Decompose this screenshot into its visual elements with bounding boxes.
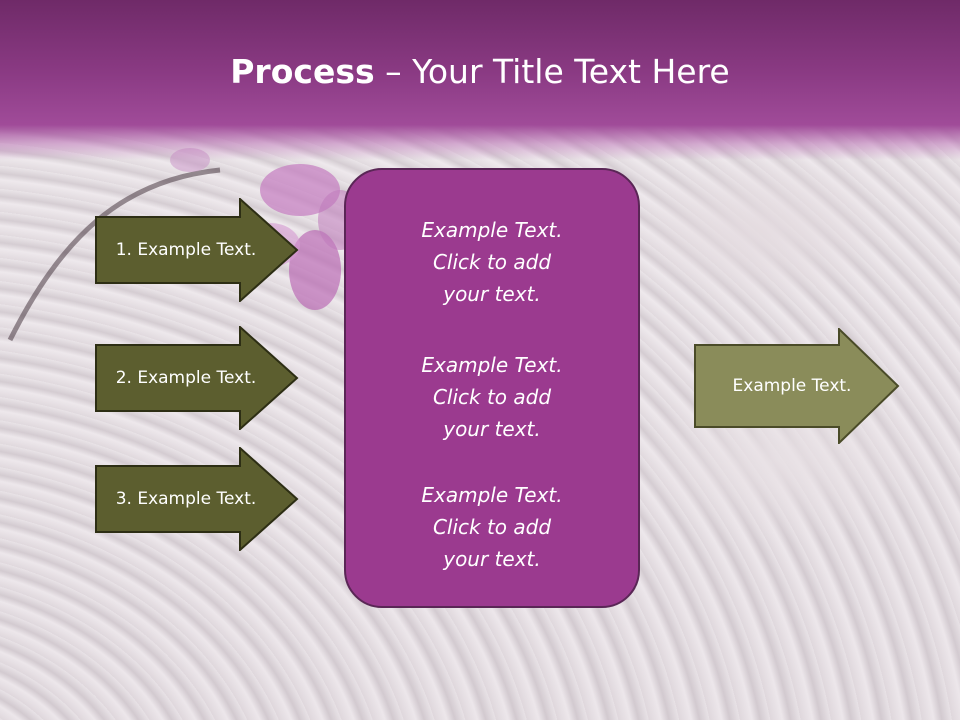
arrow-shape (95, 447, 299, 551)
center-item-line3: your text. (443, 547, 541, 571)
slide-title[interactable]: Process – Your Title Text Here (0, 52, 960, 91)
arrow-label: 2. Example Text. (115, 368, 257, 388)
arrow-label: Example Text. (732, 376, 852, 396)
center-item-line1: Example Text. (421, 483, 563, 507)
arrow-shape (95, 198, 299, 302)
process-arrow-3[interactable]: 3. Example Text. (95, 447, 299, 551)
center-item-line2: Click to add (432, 385, 552, 409)
center-item-line3: your text. (443, 282, 541, 306)
center-item-line2: Click to add (432, 250, 552, 274)
center-item-line2: Click to add (432, 515, 552, 539)
center-item-line3: your text. (443, 417, 541, 441)
center-item-1: Example Text. Click to add your text. (346, 214, 638, 310)
process-arrow-1[interactable]: 1. Example Text. (95, 198, 299, 302)
center-item-2: Example Text. Click to add your text. (346, 349, 638, 445)
arrow-shape (694, 326, 900, 446)
center-item-line1: Example Text. (421, 218, 563, 242)
center-text-box[interactable]: Example Text. Click to add your text. Ex… (344, 168, 640, 608)
process-arrow-2[interactable]: 2. Example Text. (95, 326, 299, 430)
title-bar (0, 0, 960, 160)
result-arrow[interactable]: Example Text. (694, 326, 900, 446)
arrow-label: 3. Example Text. (115, 489, 257, 509)
center-item-3: Example Text. Click to add your text. (346, 479, 638, 575)
center-item-line1: Example Text. (421, 353, 563, 377)
arrow-shape (95, 326, 299, 430)
arrow-label: 1. Example Text. (115, 240, 257, 260)
title-bold: Process (230, 52, 375, 91)
title-rest: – Your Title Text Here (374, 52, 730, 91)
